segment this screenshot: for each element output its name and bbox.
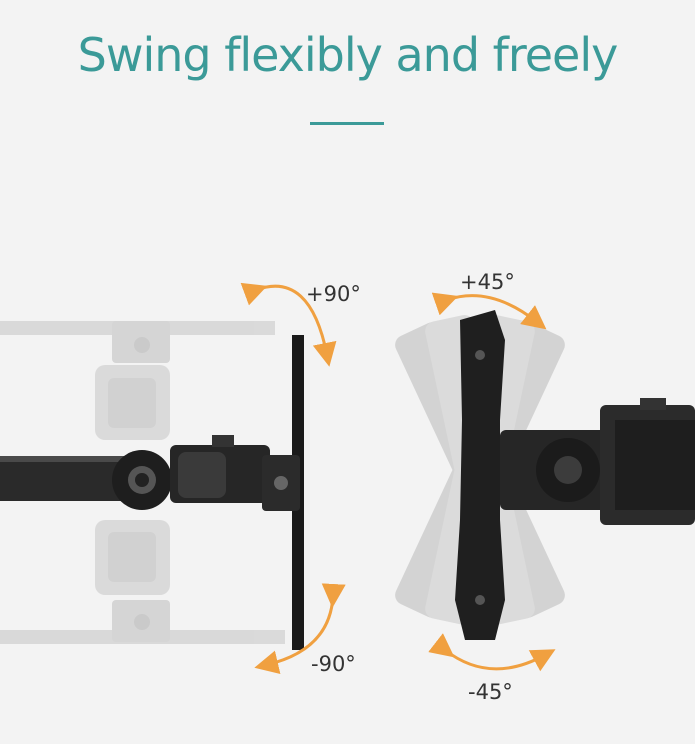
angle-label-minus-90: -90° [311,652,356,676]
page-title: Swing flexibly and freely [77,28,619,82]
title-underline [310,122,384,125]
angle-label-plus-45: +45° [460,270,515,294]
angle-label-plus-90: +90° [306,282,361,306]
left-ghost-top [0,321,275,440]
left-top-arrow [240,282,337,367]
right-mount-view [395,292,695,672]
left-mount-view [0,282,346,674]
right-top-arrow [431,292,547,330]
angle-label-minus-45: -45° [468,680,513,704]
left-ghost-bottom [0,520,285,644]
left-bottom-arrow [254,583,346,674]
right-bottom-arrow [428,633,556,672]
